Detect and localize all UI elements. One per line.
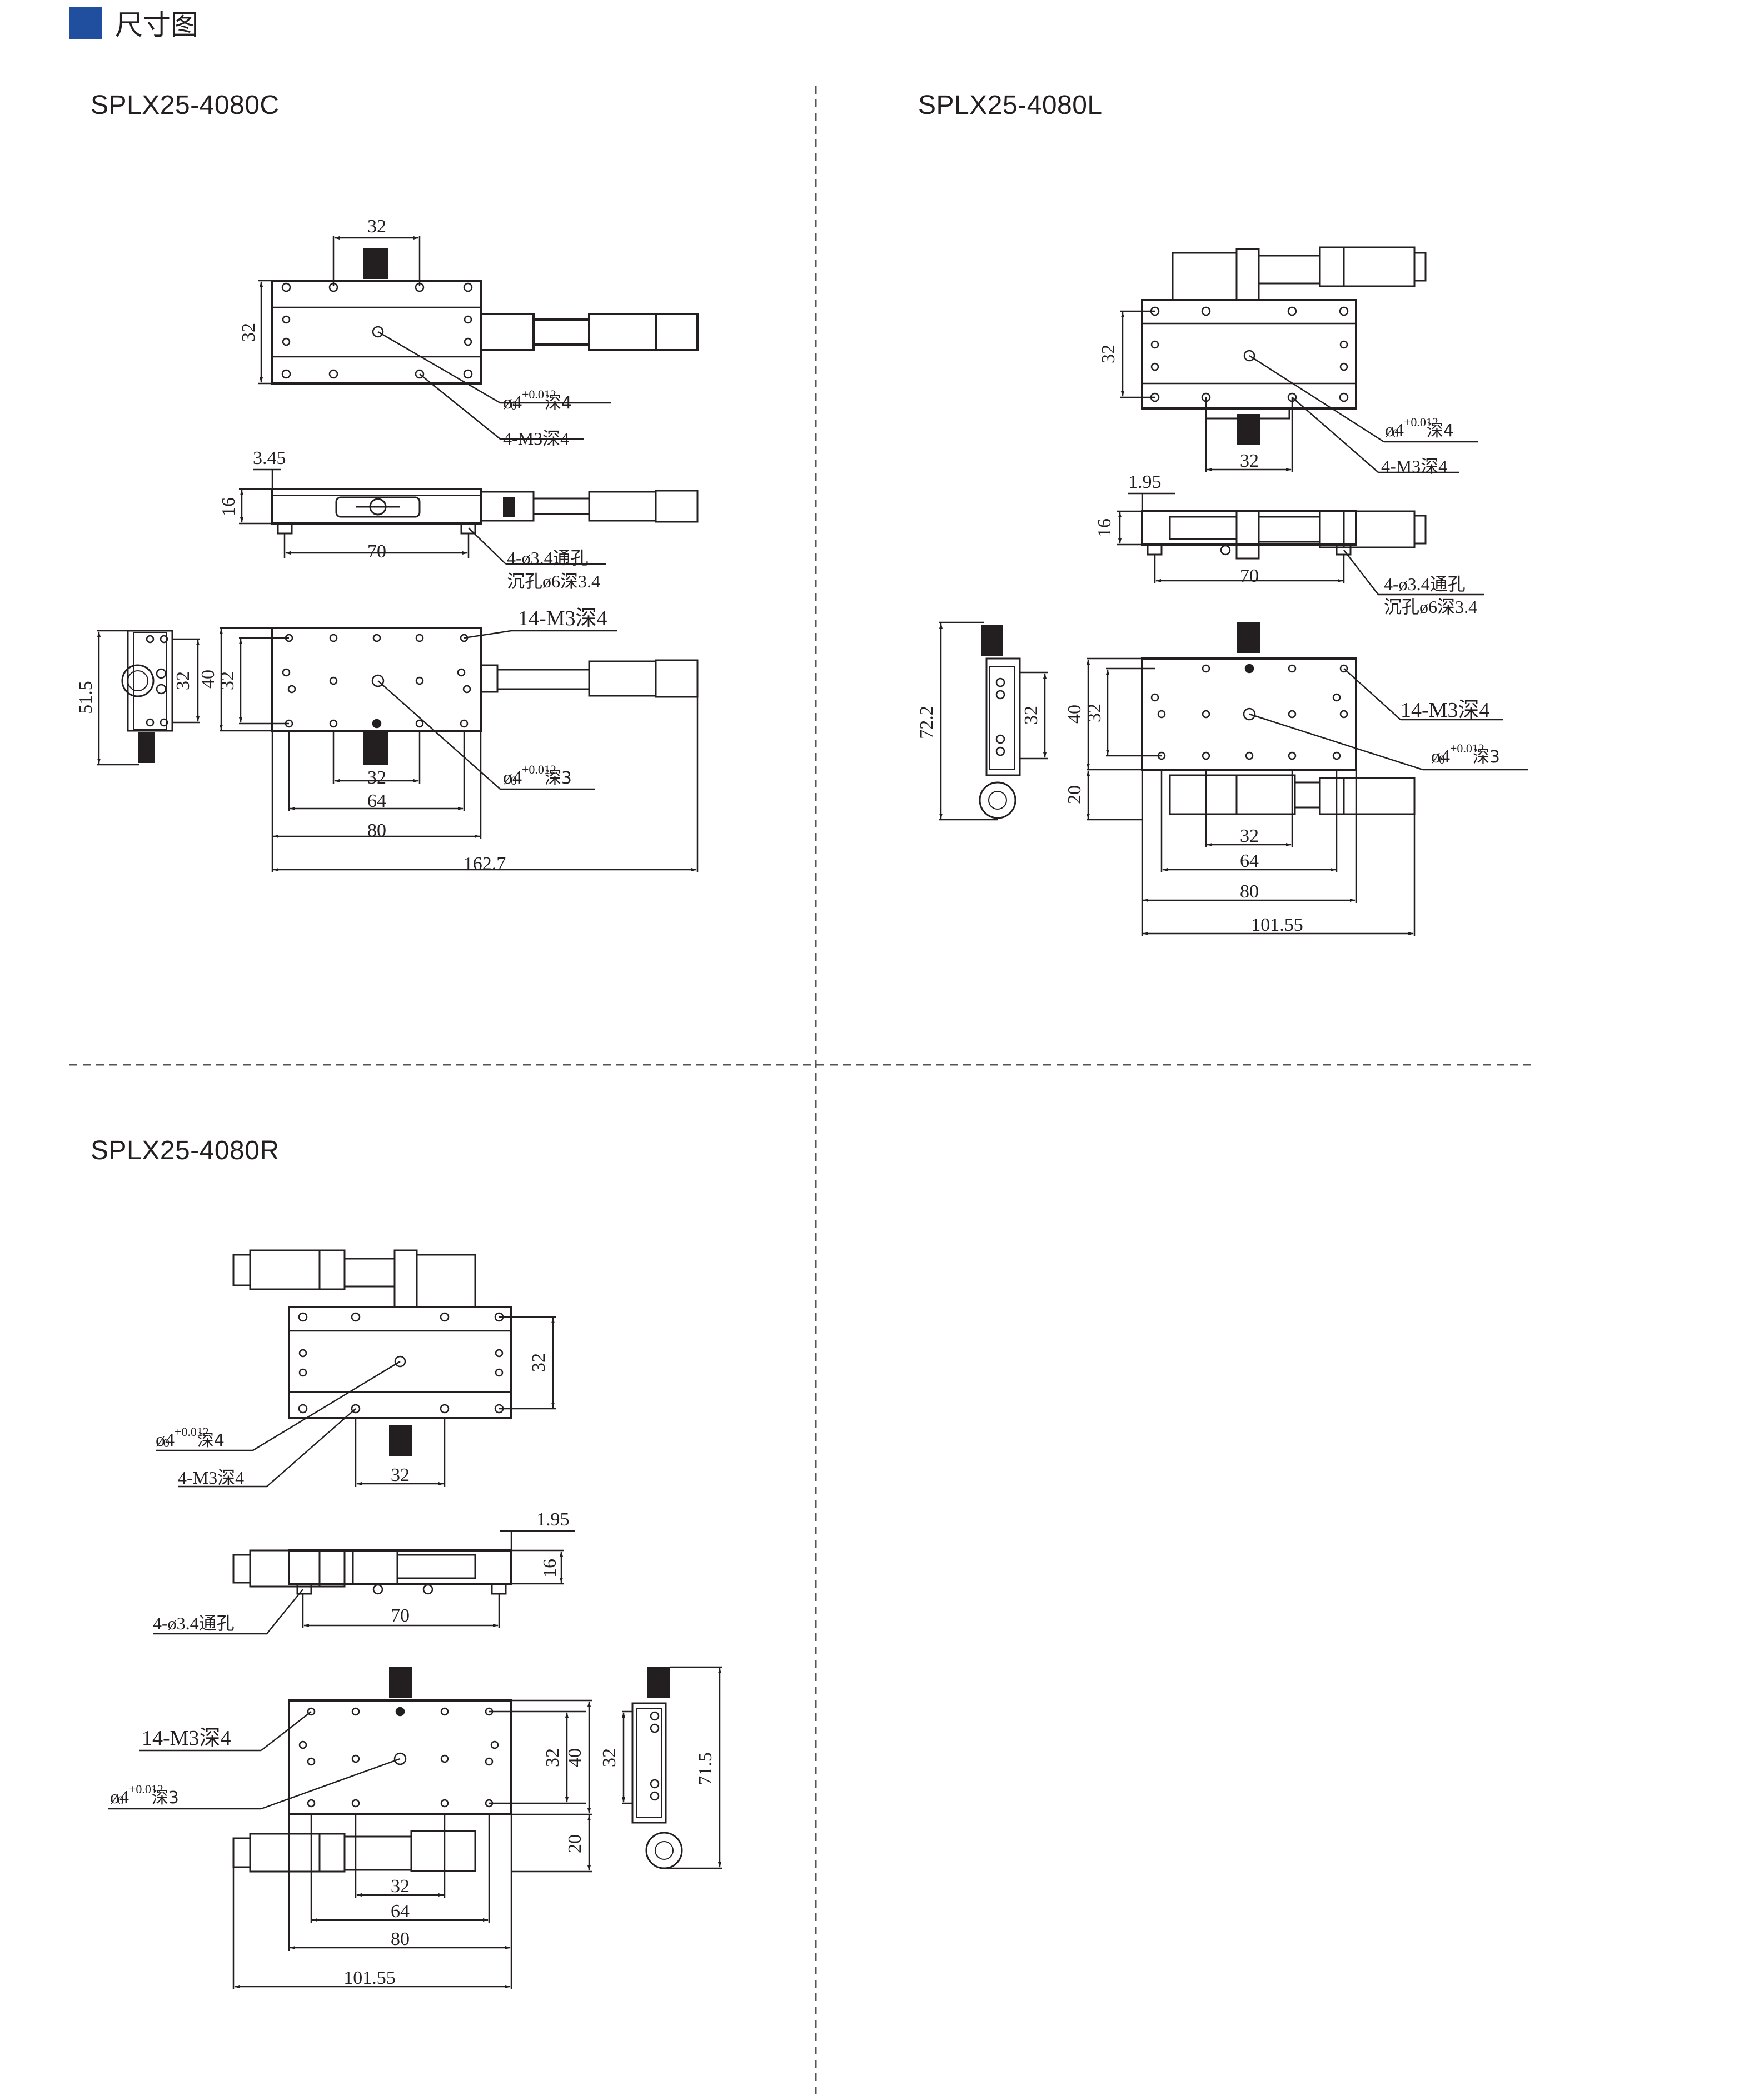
dim-l-top-32: 32 xyxy=(1240,451,1259,471)
drawing-r-plan-view xyxy=(232,1667,683,1873)
section-marker xyxy=(69,7,102,39)
dim-r-plan-40: 40 xyxy=(565,1748,585,1767)
dim-r-top-h32: 32 xyxy=(529,1353,549,1372)
dim-r-top-32: 32 xyxy=(391,1465,410,1485)
drawing-l-plan-dims xyxy=(939,621,1528,936)
drawing-l-side-dims xyxy=(1117,492,1484,596)
dim-r-side-16: 16 xyxy=(540,1559,560,1578)
section-header: 尺寸图 xyxy=(69,3,198,43)
drawing-r-top-dims xyxy=(156,1316,556,1488)
dim-c-side-16: 16 xyxy=(218,497,239,516)
drawing-c-top-dims xyxy=(258,236,611,440)
callout-r-thread: 4-M3深4 xyxy=(178,1468,244,1488)
dim-r-plan-20: 20 xyxy=(565,1834,585,1853)
dim-r-offset: 1.95 xyxy=(536,1509,570,1530)
drawing-l-top-view xyxy=(1141,246,1427,445)
dim-r-plan-64: 64 xyxy=(391,1901,410,1922)
callout-r-plan-thread: 14-M3深4 xyxy=(142,1727,231,1750)
dim-r-side-70: 70 xyxy=(391,1605,410,1626)
drawing-l-top-dims xyxy=(1120,310,1478,473)
drawing-c-side-dims xyxy=(239,468,606,565)
dim-c-plan-80: 80 xyxy=(367,820,386,841)
callout-c-plan-thread: 14-M3深4 xyxy=(518,607,607,630)
dim-l-top-h32: 32 xyxy=(1098,345,1119,363)
dim-c-plan-total: 162.7 xyxy=(464,854,506,874)
dim-c-plan-51-5: 51.5 xyxy=(76,681,96,714)
drawing-r-side-dims xyxy=(153,1530,575,1635)
dim-l-plan-20: 20 xyxy=(1064,785,1085,804)
dim-r-plan-h32: 32 xyxy=(391,1876,410,1897)
model-title-l: SPLX25-4080L xyxy=(918,91,1103,120)
dim-r-plan-71-5: 71.5 xyxy=(695,1752,716,1785)
drawing-c-plan-dims xyxy=(97,627,699,872)
drawing-l-plan-view xyxy=(979,622,1416,820)
dim-c-plan-64: 64 xyxy=(367,791,386,811)
drawing-l-side-view xyxy=(1141,510,1427,560)
model-title-c: SPLX25-4080C xyxy=(91,91,280,120)
dim-l-plan-40: 40 xyxy=(1064,705,1085,724)
drawing-r-side-view xyxy=(232,1549,512,1595)
dim-c-plan-h32: 32 xyxy=(367,767,386,788)
dim-l-plan-72-2: 72.2 xyxy=(916,706,937,739)
callout-l-plan-thread: 14-M3深4 xyxy=(1401,699,1489,722)
dim-l-side-70: 70 xyxy=(1240,566,1259,586)
dim-l-plan-total: 101.55 xyxy=(1251,915,1303,935)
callout-c-counterbore: 沉孔ø6深3.4 xyxy=(507,571,600,591)
dim-r-plan-32: 32 xyxy=(542,1748,563,1767)
callout-r-mount: 4-ø3.4通孔 xyxy=(153,1613,235,1633)
drawing-r-top-view xyxy=(232,1249,512,1456)
dim-c-plan-side-32: 32 xyxy=(173,671,193,690)
dim-l-plan-64: 64 xyxy=(1240,851,1259,871)
drawing-r-plan-dims xyxy=(108,1666,722,1989)
callout-l-thread: 4-M3深4 xyxy=(1381,456,1447,476)
dim-c-top-h32: 32 xyxy=(238,323,259,342)
dim-l-plan-h32: 32 xyxy=(1240,826,1259,846)
dim-c-plan-40: 40 xyxy=(198,670,218,689)
drawing-c-side-view xyxy=(271,488,699,535)
dim-c-side-70: 70 xyxy=(367,541,386,562)
dim-l-offset: 1.95 xyxy=(1128,472,1162,492)
dim-c-top-32: 32 xyxy=(367,216,386,237)
section-title: 尺寸图 xyxy=(115,9,198,41)
dim-l-plan-side-32: 32 xyxy=(1021,706,1042,725)
separator-lines xyxy=(69,86,1537,2095)
dim-l-side-16: 16 xyxy=(1094,518,1115,537)
dim-l-plan-32: 32 xyxy=(1084,704,1105,722)
dim-r-plan-total: 101.55 xyxy=(343,1968,396,1988)
callout-c-mount: 4-ø3.4通孔 xyxy=(507,548,589,568)
model-title-r: SPLX25-4080R xyxy=(91,1136,280,1165)
callout-c-thread: 4-M3深4 xyxy=(503,428,569,448)
callout-l-counterbore: 沉孔ø6深3.4 xyxy=(1384,597,1477,617)
dim-l-plan-80: 80 xyxy=(1240,881,1259,902)
callout-l-mount: 4-ø3.4通孔 xyxy=(1384,574,1466,594)
dim-r-plan-side-32: 32 xyxy=(599,1748,620,1767)
drawing-c-plan-view xyxy=(121,627,699,765)
drawing-c-top-view xyxy=(271,248,699,385)
dim-r-plan-80: 80 xyxy=(391,1929,410,1949)
dim-c-offset: 3.45 xyxy=(253,448,286,468)
dim-c-plan-32: 32 xyxy=(217,671,238,690)
